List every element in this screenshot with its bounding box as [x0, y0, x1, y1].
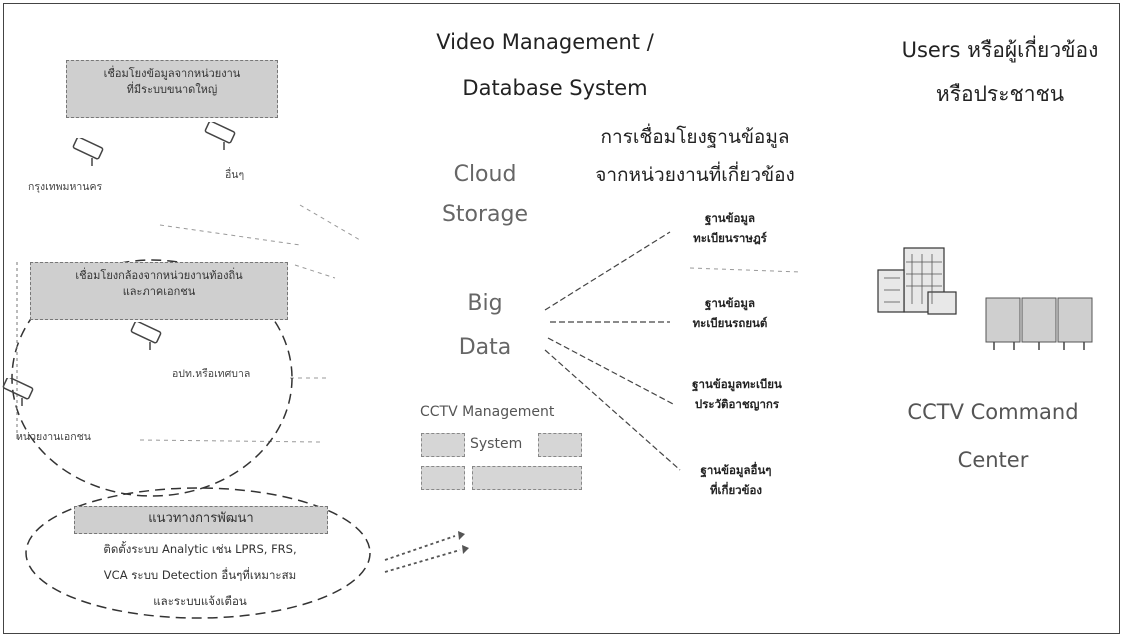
- big-data: Big Data: [440, 282, 530, 370]
- link-db-heading-1: การเชื่อมโยงฐานข้อมูล: [600, 126, 790, 148]
- database-line1: ฐานข้อมูลอื่นๆ: [700, 463, 772, 477]
- link-line-criminal: [547, 337, 676, 406]
- development-line2: VCA ระบบ Detection อื่นๆที่เหมาะสม: [103, 568, 297, 582]
- label-other: อื่นๆ: [225, 169, 245, 181]
- video-mgmt-heading-2: Database System: [462, 76, 648, 100]
- large-system-line1: เชื่อมโยงข้อมูลจากหน่วยงาน: [103, 67, 241, 80]
- dev-arrow-1: [384, 535, 456, 561]
- database-line1: ฐานข้อมูลทะเบียน: [692, 377, 782, 391]
- development-title: แนวทางการพัฒนา: [74, 506, 328, 534]
- system-label: System: [470, 436, 523, 452]
- development-text: ติดตั้งระบบ Analytic เช่น LPRS, FRS, VCA…: [60, 536, 340, 614]
- development-line1: ติดตั้งระบบ Analytic เช่น LPRS, FRS,: [103, 542, 297, 556]
- link-db-heading-2: จากหน่วยงานที่เกี่ยวข้อง: [595, 164, 795, 186]
- mini-box-1: [421, 433, 465, 457]
- cctv-camera-icon: [72, 138, 104, 166]
- database-line1: ฐานข้อมูล: [704, 211, 756, 225]
- link-left-5: [139, 439, 321, 443]
- cctv-camera-icon: [130, 322, 162, 350]
- cloud-line2: Storage: [441, 202, 529, 227]
- link-left-1: [299, 204, 361, 241]
- link-line-registry: [544, 231, 671, 311]
- cctv-camera-icon: [2, 378, 34, 406]
- database-line2: ประวัติอาชญากร: [694, 397, 780, 411]
- mini-box-4: [472, 466, 582, 490]
- large-system-line2: ที่มีระบบขนาดใหญ่: [126, 83, 218, 96]
- database-item: ฐานข้อมูลอื่นๆ ที่เกี่ยวข้อง: [676, 460, 796, 500]
- cctv-camera-icon: [204, 122, 236, 150]
- dev-arrowhead-1: [458, 531, 465, 540]
- dev-arrowhead-2: [462, 545, 469, 554]
- label-local: อปท.หรือเทศบาล: [172, 368, 251, 380]
- big-line2: Data: [458, 335, 512, 360]
- cctv-command-center: CCTV Command Center: [880, 388, 1106, 484]
- database-line1: ฐานข้อมูล: [704, 296, 756, 310]
- large-system-box: เชื่อมโยงข้อมูลจากหน่วยงาน ที่มีระบบขนาด…: [66, 60, 278, 118]
- link-left-3: [294, 264, 336, 279]
- mini-box-2: [538, 433, 582, 457]
- cloud-line1: Cloud: [453, 162, 517, 187]
- link-right-1: [689, 267, 801, 273]
- video-mgmt-heading-1: Video Management /: [436, 30, 654, 54]
- cctv-management-label: CCTV Management: [420, 404, 555, 420]
- label-private: หน่วยงานเอกชน: [16, 431, 91, 443]
- development-ellipse: [25, 487, 371, 619]
- users-heading-1: Users หรือผู้เกี่ยวข้อง: [901, 38, 1099, 62]
- database-line2: ทะเบียนราษฎร์: [693, 231, 767, 245]
- label-bangkok: กรุงเทพมหานคร: [28, 181, 103, 193]
- link-left-2: [159, 224, 301, 246]
- database-line2: ที่เกี่ยวข้อง: [709, 483, 763, 497]
- command-line1: CCTV Command: [907, 400, 1079, 424]
- database-item: ฐานข้อมูล ทะเบียนรถยนต์: [670, 293, 790, 333]
- database-item: ฐานข้อมูลทะเบียน ประวัติอาชญากร: [672, 374, 802, 414]
- big-line1: Big: [467, 291, 503, 316]
- local-system-box: เชื่อมโยงกล้องจากหน่วยงานท้องถิ่น และภาค…: [30, 262, 288, 320]
- building-icon: [877, 247, 957, 315]
- dev-arrow-2: [384, 549, 461, 573]
- development-line3: และระบบแจ้งเตือน: [153, 594, 247, 608]
- local-system-line1: เชื่อมโยงกล้องจากหน่วยงานท้องถิ่น: [75, 269, 243, 282]
- cloud-storage: Cloud Storage: [430, 155, 540, 235]
- local-system-line2: และภาคเอกชน: [122, 285, 196, 298]
- link-line-other: [544, 349, 681, 471]
- command-line2: Center: [957, 448, 1029, 472]
- diagram-frame: [3, 3, 1120, 634]
- database-item: ฐานข้อมูล ทะเบียนราษฎร์: [670, 208, 790, 248]
- database-line2: ทะเบียนรถยนต์: [692, 316, 768, 330]
- mini-box-3: [421, 466, 465, 490]
- users-heading-2: หรือประชาชน: [935, 82, 1065, 106]
- monitor-wall-icon: [985, 297, 1093, 350]
